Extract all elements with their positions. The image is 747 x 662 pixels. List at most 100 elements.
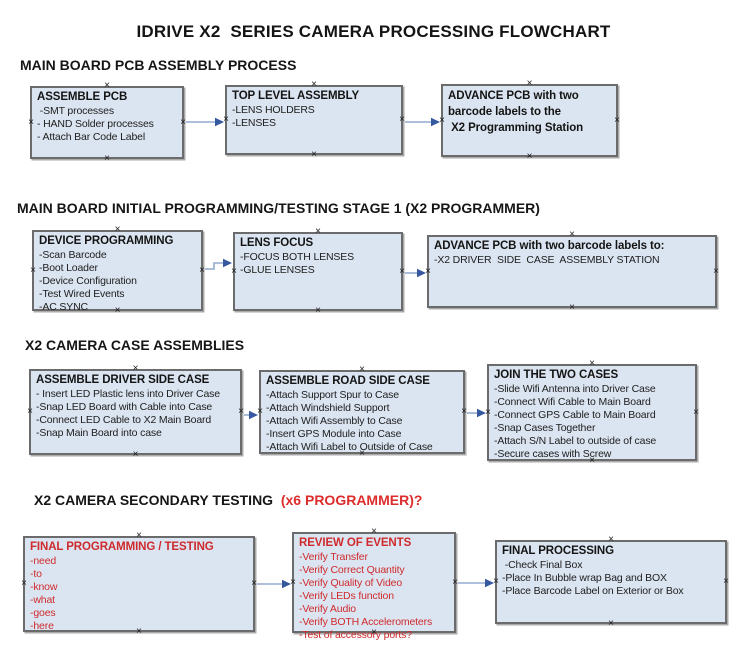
- connection-handle-left: ×: [439, 114, 445, 126]
- flow-box-assemble-driver-side-case: ASSEMBLE DRIVER SIDE CASE - Insert LED P…: [27, 364, 244, 460]
- connection-handle-bottom: ×: [526, 151, 533, 162]
- box-items: - Insert LED Plastic lens into Driver Ca…: [36, 388, 236, 440]
- box-items: -LENS HOLDERS-LENSES: [232, 104, 397, 130]
- box-items: -Check Final Box-Place In Bubble wrap Ba…: [502, 559, 721, 598]
- box-item: -goes: [30, 607, 56, 619]
- flow-box-advance-to-programming-station: ADVANCE PCB with two barcode labels to t…: [439, 79, 620, 162]
- box-item: -Boot Loader: [39, 262, 98, 274]
- section-header-pcb-assembly: MAIN BOARD PCB ASSEMBLY PROCESS: [20, 57, 297, 73]
- box-item: -Device Configuration: [39, 275, 137, 287]
- connection-handle-right: ×: [180, 116, 186, 128]
- connection-handle-left: ×: [27, 406, 33, 417]
- box-item: -SMT processes: [37, 105, 114, 117]
- flow-box-device-programming: DEVICE PROGRAMMING -Scan Barcode-Boot Lo…: [30, 225, 205, 316]
- box-item: -Verify BOTH Accelerometers: [299, 616, 433, 628]
- flow-box-final-processing: FINAL PROCESSING -Check Final Box-Place …: [493, 535, 729, 629]
- box-title: JOIN THE TWO CASES: [494, 369, 619, 381]
- box-title: ASSEMBLE PCB: [37, 91, 128, 103]
- box-title: ADVANCE PCB with two barcode labels to t…: [448, 90, 584, 134]
- box-title: DEVICE PROGRAMMING: [39, 235, 174, 247]
- connector-arrow-device-to-lensfocus: [205, 258, 232, 270]
- box-items: -need-to-know-what-goes-here: [30, 555, 249, 633]
- box-item: -Verify Audio: [299, 603, 356, 615]
- box-item: -Test Wired Events: [39, 288, 125, 300]
- box-item: - Insert LED Plastic lens into Driver Ca…: [36, 388, 220, 400]
- box-items: -Slide Wifi Antenna into Driver Case-Con…: [494, 383, 691, 461]
- box-item: -Scan Barcode: [39, 249, 107, 261]
- box-items: -Verify Transfer-Verify Correct Quantity…: [299, 551, 450, 642]
- box-item: -Snap LED Board with Cable into Case: [36, 401, 213, 413]
- section-header-secondary-testing-black: X2 CAMERA SECONDARY TESTING: [34, 492, 281, 508]
- box-title: ASSEMBLE ROAD SIDE CASE: [266, 375, 430, 387]
- box-title: LENS FOCUS: [240, 237, 314, 249]
- connection-handle-bottom: ×: [132, 449, 139, 460]
- connection-handle-right: ×: [399, 114, 405, 125]
- flow-box-assemble-pcb: ASSEMBLE PCB -SMT processes- HAND Solder…: [28, 81, 186, 164]
- flow-box-final-programming-testing: FINAL PROGRAMMING / TESTING -need-to-kno…: [21, 531, 257, 637]
- box-title: ADVANCE PCB with two barcode labels to:: [434, 240, 665, 252]
- connection-handle-right: ×: [452, 576, 458, 588]
- connection-handle-left: ×: [231, 265, 237, 277]
- box-title: ASSEMBLE DRIVER SIDE CASE: [36, 374, 210, 386]
- connection-handle-right: ×: [693, 406, 699, 418]
- box-item: -Connect Wifi Cable to Main Board: [494, 396, 651, 408]
- box-title: FINAL PROCESSING: [502, 545, 614, 557]
- box-item: -Attach Wifi Assembly to Case: [266, 415, 403, 427]
- box-item: -Snap Cases Together: [494, 422, 596, 434]
- connection-handle-right: ×: [461, 406, 467, 417]
- box-item: -X2 DRIVER SIDE CASE ASSEMBLY STATION: [434, 254, 660, 266]
- flow-box-advance-to-case-assembly: ADVANCE PCB with two barcode labels to: …: [425, 230, 719, 313]
- box-item: -Attach Windshield Support: [266, 402, 390, 414]
- box-item: -Slide Wifi Antenna into Driver Case: [494, 383, 656, 395]
- box-title: FINAL PROGRAMMING / TESTING: [30, 541, 214, 553]
- connection-handle-bottom: ×: [608, 618, 614, 629]
- connection-handle-left: ×: [28, 116, 34, 128]
- section-header-case-assemblies: X2 CAMERA CASE ASSEMBLIES: [25, 337, 245, 353]
- connection-handle-right: ×: [723, 576, 729, 587]
- connection-handle-left: ×: [485, 406, 491, 418]
- flow-box-join-the-two-cases: JOIN THE TWO CASES -Slide Wifi Antenna i…: [485, 359, 699, 466]
- box-item: -to: [30, 568, 42, 580]
- connection-handle-bottom: ×: [104, 153, 110, 164]
- box-item: -Check Final Box: [502, 559, 583, 571]
- box-item: -Secure cases with Screw: [494, 448, 612, 460]
- connection-handle-left: ×: [425, 265, 431, 277]
- box-item: -Connect LED Cable to X2 Main Board: [36, 414, 212, 426]
- connector-arrow-finalprog-to-review: [257, 579, 291, 589]
- connection-handle-left: ×: [493, 576, 499, 587]
- box-item: -Insert GPS Module into Case: [266, 428, 402, 440]
- box-item: -GLUE LENSES: [240, 264, 315, 276]
- box-item: -AC SYNC: [39, 301, 88, 313]
- page-title: IDRIVE X2 SERIES CAMERA PROCESSING FLOWC…: [136, 22, 611, 41]
- connection-handle-left: ×: [21, 578, 27, 589]
- box-item: -LENSES: [232, 117, 276, 129]
- flow-box-assemble-road-side-case: ASSEMBLE ROAD SIDE CASE -Attach Support …: [257, 365, 467, 459]
- connection-handle-bottom: ×: [569, 302, 575, 313]
- connector-arrow-assemble-to-toplevel: [186, 117, 224, 127]
- connection-handle-bottom: ×: [315, 305, 321, 316]
- box-item: - Attach Bar Code Label: [37, 131, 146, 143]
- box-item: -Test of accessory ports?: [299, 629, 412, 641]
- box-title: TOP LEVEL ASSEMBLY: [232, 90, 360, 102]
- box-item: - HAND Solder processes: [37, 118, 154, 130]
- box-item: -what: [30, 594, 55, 606]
- connection-handle-left: ×: [223, 114, 229, 125]
- box-item: -FOCUS BOTH LENSES: [240, 251, 354, 263]
- box-item: -Attach Support Spur to Case: [266, 389, 399, 401]
- connection-handle-right: ×: [713, 265, 719, 277]
- box-item: -Verify Transfer: [299, 551, 368, 563]
- connector-arrow-driver-to-road: [244, 410, 258, 420]
- box-items: -FOCUS BOTH LENSES-GLUE LENSES: [240, 251, 397, 277]
- connection-handle-right: ×: [199, 264, 205, 276]
- flow-box-top-level-assembly: TOP LEVEL ASSEMBLY -LENS HOLDERS-LENSES …: [223, 80, 405, 160]
- connection-handle-right: ×: [251, 578, 257, 589]
- box-item: -LENS HOLDERS: [232, 104, 315, 116]
- connector-arrow-toplevel-to-advance1: [405, 117, 440, 127]
- box-item: -need: [30, 555, 57, 567]
- flow-box-lens-focus: LENS FOCUS -FOCUS BOTH LENSES-GLUE LENSE…: [231, 227, 405, 316]
- box-item: -Verify Quality of Video: [299, 577, 403, 589]
- connection-handle-left: ×: [30, 264, 36, 276]
- box-item: -Verify LEDs function: [299, 590, 394, 602]
- box-items: -SMT processes- HAND Solder processes- A…: [37, 105, 178, 144]
- section-header-secondary-testing: X2 CAMERA SECONDARY TESTING (x6 PROGRAMM…: [34, 492, 422, 508]
